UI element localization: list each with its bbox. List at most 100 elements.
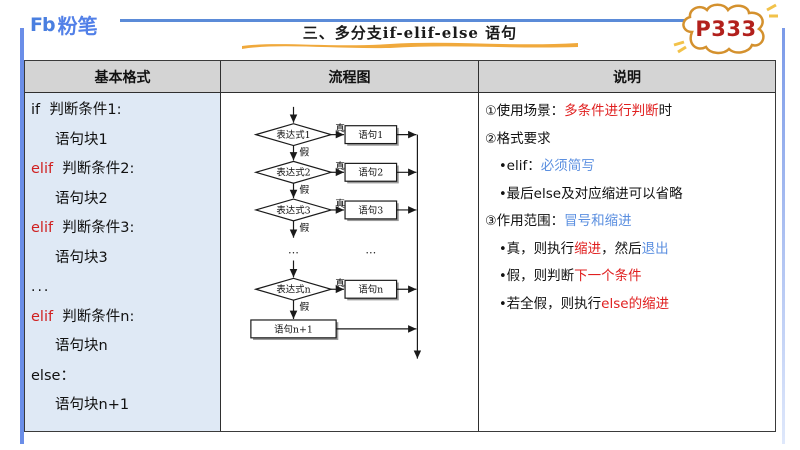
flow-ellipsis-right: …	[365, 244, 376, 257]
description-item: ③作用范围：冒号和缩进	[485, 213, 775, 229]
code-line: elif 判断条件3:	[31, 221, 220, 236]
description-text: 格式要求	[496, 130, 551, 147]
code-line: elif 判断条件2:	[31, 162, 220, 177]
code-keyword: elif	[31, 308, 54, 325]
left-accent-bar	[20, 28, 24, 444]
description-bullet: •若全假，则执行else的缩进	[485, 295, 775, 312]
code-line: else：	[31, 367, 220, 384]
flow-true-label-2: 真	[335, 159, 345, 172]
description-bullet: •最后else及对应缩进可以省略	[485, 185, 775, 202]
header-rule	[120, 19, 750, 22]
flowchart-diagram: 表达式1真语句1假表达式2真语句2假表达式3真语句3表达式n真语句n假……假语句…	[250, 106, 422, 359]
code-text: 判断条件3:	[53, 220, 135, 236]
description-text: 缩进	[574, 240, 602, 257]
code-text: 判断条件n:	[53, 308, 135, 325]
code-text: 语句块n	[55, 338, 108, 354]
description-item: ①使用场景：多条件进行判断时	[485, 103, 775, 119]
code-text: ：	[60, 367, 75, 384]
code-line: if 判断条件1:	[31, 103, 220, 118]
description-text: 若全假，则执行	[506, 295, 602, 312]
description-text: 退出	[641, 240, 669, 257]
flow-true-label-1: 真	[335, 122, 345, 135]
description-text: 真，则执行	[506, 240, 575, 257]
code-line: 语句块n+1	[31, 398, 220, 413]
flow-true-label-3: 真	[335, 197, 345, 210]
page-header: Fb 粉笔 三、多分支if-elif-else 语句 P333	[0, 0, 800, 58]
flow-false-label-1: 假	[299, 145, 309, 158]
code-text: 判断条件2:	[53, 161, 135, 177]
flow-statement-label: 语句n	[358, 284, 383, 296]
flow-true-label-4: 真	[335, 276, 345, 289]
description-text: 时	[658, 103, 673, 119]
description-text: else的缩进	[601, 295, 670, 312]
code-text: 语句块3	[55, 249, 108, 266]
bullet-marker-icon: •	[499, 241, 507, 257]
page-number-badge: P333	[670, 2, 782, 56]
table-header-row: 基本格式 流程图 说明	[25, 61, 775, 93]
flow-decision-label: 表达式n	[276, 284, 310, 296]
code-line: 语句块2	[31, 190, 220, 207]
logo-text: 粉笔	[57, 14, 98, 38]
description-bullet: •假，则判断下一个条件	[485, 268, 775, 284]
flow-statement-label: 语句2	[358, 167, 383, 179]
column-header-description: 说明	[479, 61, 775, 92]
code-text: 语句块1	[55, 131, 108, 148]
description-text: 多条件进行判断	[564, 103, 659, 119]
code-keyword: elif	[31, 220, 54, 236]
code-text: ...	[31, 279, 51, 295]
column-header-format: 基本格式	[25, 61, 221, 92]
code-keyword: else	[31, 367, 61, 384]
description-text: 下一个条件	[574, 268, 642, 284]
code-keyword: if	[31, 102, 41, 118]
code-keyword: elif	[31, 161, 54, 177]
flow-decision-label: 表达式1	[276, 129, 310, 141]
page-number-text: P333	[695, 17, 757, 41]
column-header-flowchart: 流程图	[221, 61, 479, 92]
code-line: elif 判断条件n:	[31, 308, 220, 325]
description-text: ，然后	[601, 240, 642, 257]
description-bullet: •真，则执行缩进，然后退出	[485, 240, 775, 257]
flow-decision-2	[253, 160, 334, 184]
flow-decision-4	[253, 277, 334, 301]
description-bullet: •elif：必须简写	[485, 158, 775, 174]
circled-number-icon: ①	[485, 104, 497, 119]
description-text: 必须简写	[540, 158, 595, 174]
title-brush-underline	[242, 42, 578, 49]
code-line: 语句块1	[31, 131, 220, 148]
flow-statement-label: 语句n+1	[274, 323, 313, 335]
flow-false-label-2: 假	[299, 183, 309, 196]
code-line: 语句块3	[31, 249, 220, 266]
code-text: 语句块n+1	[55, 397, 130, 413]
description-text: 冒号和缩进	[564, 213, 632, 229]
page-title: 三、多分支if-elif-else 语句	[302, 24, 518, 42]
flow-statement-label: 语句3	[358, 204, 383, 216]
description-text: 使用场景：	[496, 103, 565, 119]
flow-decision-label: 表达式2	[276, 167, 310, 179]
cloud-badge-icon	[673, 3, 778, 55]
flow-statement-label: 语句1	[358, 129, 383, 141]
description-text: elif：	[506, 158, 541, 174]
code-text: 语句块2	[55, 190, 108, 207]
circled-number-icon: ③	[485, 214, 497, 229]
flow-decision-3	[253, 198, 334, 222]
logo-mark-icon: Fb	[30, 13, 56, 36]
code-line: 语句块n	[31, 339, 220, 354]
flow-ellipsis-left: …	[288, 244, 299, 257]
code-text: 判断条件1:	[40, 102, 122, 118]
bullet-marker-icon: •	[499, 186, 507, 202]
brand-logo: Fb 粉笔	[30, 10, 98, 39]
flow-decision-label: 表达式3	[276, 204, 310, 216]
bullet-marker-icon: •	[499, 159, 507, 174]
flow-false-label-3: 假	[299, 221, 309, 234]
right-accent-bar	[782, 28, 785, 444]
code-line: ...	[31, 280, 220, 295]
bullet-marker-icon: •	[499, 269, 507, 284]
description-text: 最后else及对应缩进可以省略	[506, 185, 683, 202]
